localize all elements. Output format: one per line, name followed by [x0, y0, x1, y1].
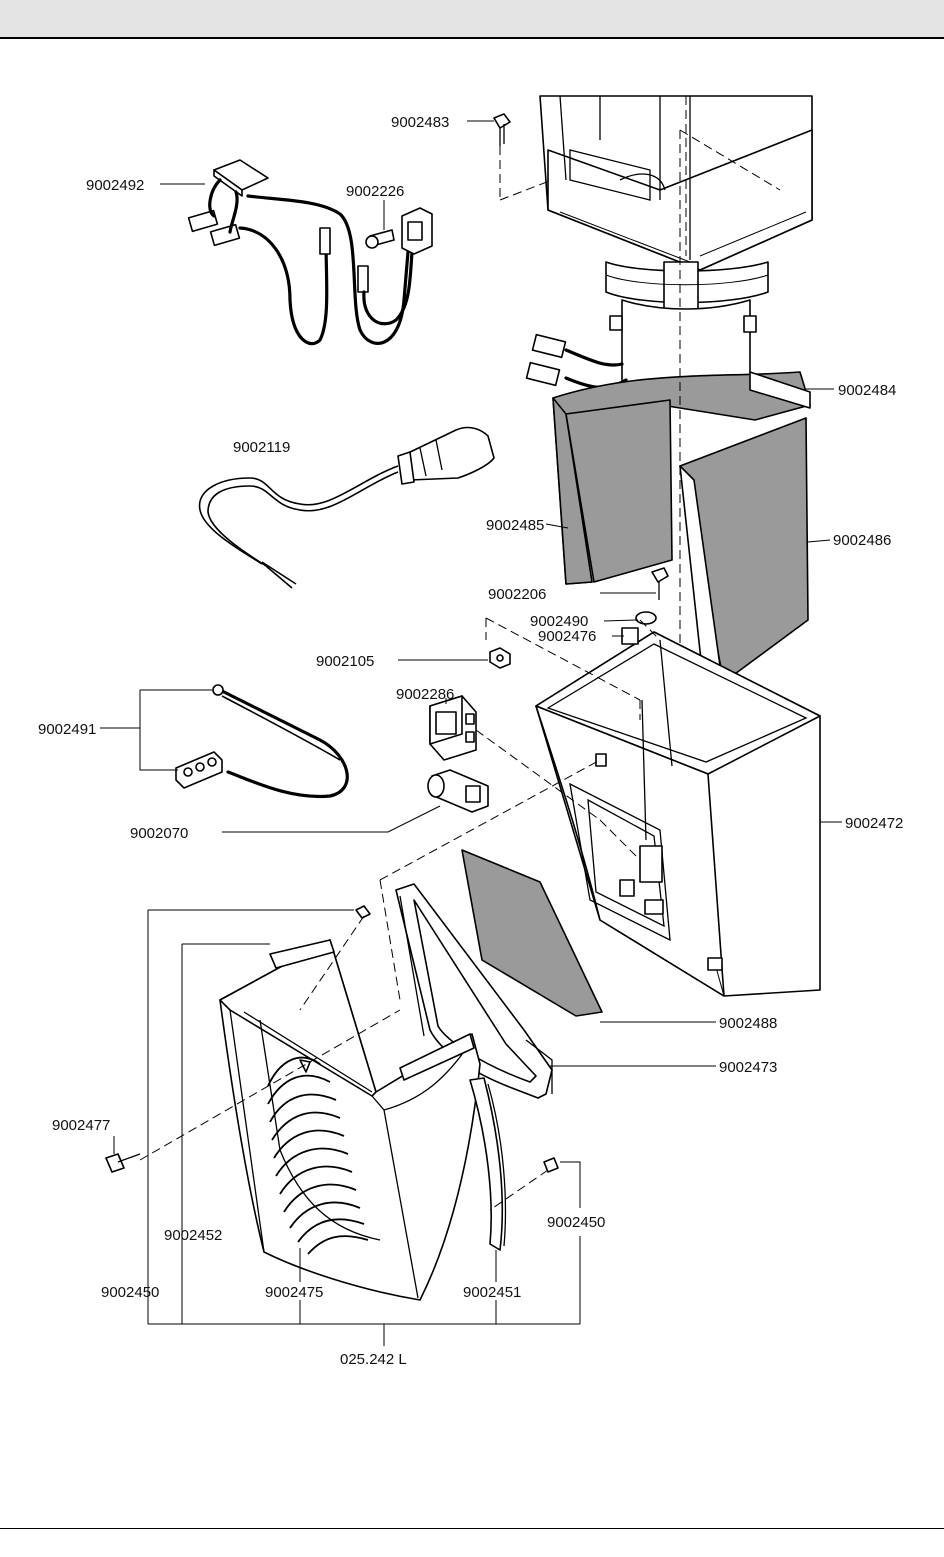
label-9002477: 9002477	[52, 1117, 110, 1134]
label-9002476: 9002476	[538, 628, 596, 645]
label-9002105: 9002105	[316, 653, 374, 670]
small-hardware	[105, 113, 669, 1173]
lamp-holder	[427, 769, 489, 813]
label-9002451: 9002451	[463, 1284, 521, 1301]
label-9002286: 9002286	[396, 686, 454, 703]
part-labels: 9002483 9002492 9002226 9002484 9002119 …	[38, 114, 903, 1368]
label-9002485: 9002485	[486, 517, 544, 534]
label-9002473: 9002473	[719, 1059, 777, 1076]
label-9002226: 9002226	[346, 183, 404, 200]
label-9002472: 9002472	[845, 815, 903, 832]
label-9002492: 9002492	[86, 177, 144, 194]
assembly-label: 025.242 L	[340, 1351, 407, 1368]
motor-housing	[539, 95, 813, 401]
wiring-harness	[187, 159, 433, 346]
lower-body	[535, 631, 821, 997]
front-cover	[219, 939, 507, 1301]
label-9002119: 9002119	[233, 439, 290, 456]
label-9002452: 9002452	[164, 1227, 222, 1244]
label-9002475: 9002475	[265, 1284, 323, 1301]
blower-connectors	[525, 333, 628, 389]
label-9002484: 9002484	[838, 382, 896, 399]
label-9002206: 9002206	[488, 586, 546, 603]
wiring-kit	[175, 684, 349, 799]
assembly-lines	[139, 129, 781, 1211]
leader-lines	[100, 120, 842, 1346]
label-9002490: 9002490	[530, 613, 588, 630]
cover-grille	[267, 1056, 369, 1255]
label-9002486: 9002486	[833, 532, 891, 549]
label-9002070: 9002070	[130, 825, 188, 842]
grease-filter	[461, 849, 603, 1017]
label-9002450-left: 9002450	[101, 1284, 159, 1301]
label-9002488: 9002488	[719, 1015, 777, 1032]
label-9002483: 9002483	[391, 114, 449, 131]
header-bar	[0, 0, 944, 39]
power-cord	[198, 426, 495, 589]
filter-panels	[552, 371, 811, 689]
rocker-switch	[429, 695, 477, 761]
label-9002450-right: 9002450	[547, 1214, 605, 1231]
label-9002491: 9002491	[38, 721, 96, 738]
footer-rule	[0, 1528, 944, 1529]
